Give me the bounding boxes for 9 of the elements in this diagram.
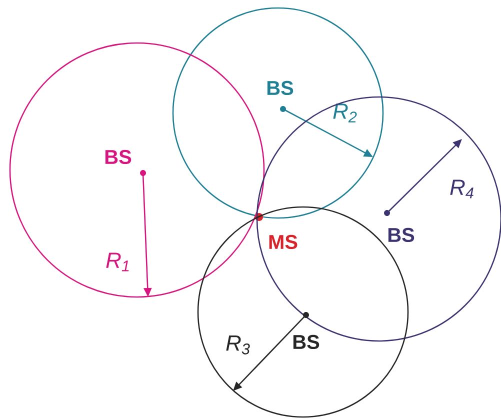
radius-label: R$_{4}$: [450, 180, 474, 198]
radius-label: R$_{2}$: [333, 104, 357, 122]
radius-label: R$_{3}$: [226, 336, 250, 354]
station-label: BS: [105, 150, 132, 164]
station-label: BS: [388, 228, 414, 242]
station-label: MS: [269, 234, 298, 250]
radius-label: R$_{1}$: [106, 252, 129, 272]
station-label: BS: [293, 334, 320, 350]
station-label: BS: [267, 80, 294, 96]
